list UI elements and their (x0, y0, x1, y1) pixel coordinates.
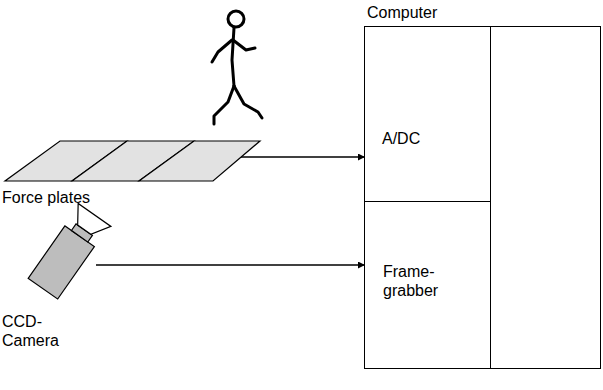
node-label: Frame- grabber (383, 262, 449, 300)
signal-arrow (96, 264, 365, 265)
node-label: CCD- Camera (2, 312, 62, 350)
framegrabber-box: Frame- grabber (365, 202, 491, 368)
force-plate-shapes (5, 141, 260, 181)
ccd-camera: CCD- Camera (18, 200, 110, 305)
computer-box: ComputerA/DCFrame- grabber (364, 26, 601, 369)
signal-arrow (238, 156, 365, 157)
node-label: Computer (367, 3, 437, 22)
node-label: Force plates (2, 188, 90, 207)
node-label: A/DC (382, 129, 420, 148)
camera-shape (18, 200, 110, 305)
force-plates: Force plates (5, 141, 260, 181)
adc-box: A/DC (365, 27, 491, 202)
